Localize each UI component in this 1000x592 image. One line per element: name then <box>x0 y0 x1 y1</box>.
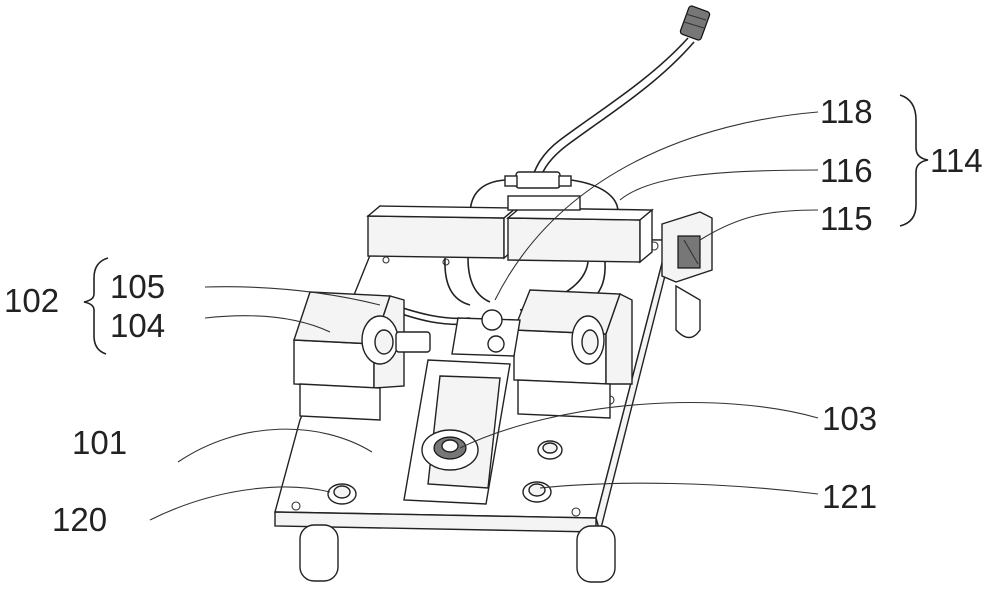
label-118: 118 <box>820 93 873 130</box>
label-102: 102 <box>4 282 59 319</box>
locating-puck <box>422 430 478 470</box>
label-114: 114 <box>930 142 983 179</box>
valve-block-right <box>508 196 652 262</box>
sensor-module <box>662 212 712 282</box>
label-103: 103 <box>822 400 877 437</box>
label-121: 121 <box>822 478 877 515</box>
label-116: 116 <box>820 152 873 189</box>
label-105: 105 <box>110 268 165 305</box>
label-120: 120 <box>52 501 107 538</box>
valve-block-left <box>368 206 516 265</box>
brace-114 <box>900 95 928 226</box>
label-101: 101 <box>72 424 127 461</box>
label-115: 115 <box>820 200 873 237</box>
label-104: 104 <box>110 307 165 344</box>
brace-102 <box>84 258 108 354</box>
air-hose-assembly <box>470 5 710 215</box>
cable-connector-icon <box>680 5 711 41</box>
